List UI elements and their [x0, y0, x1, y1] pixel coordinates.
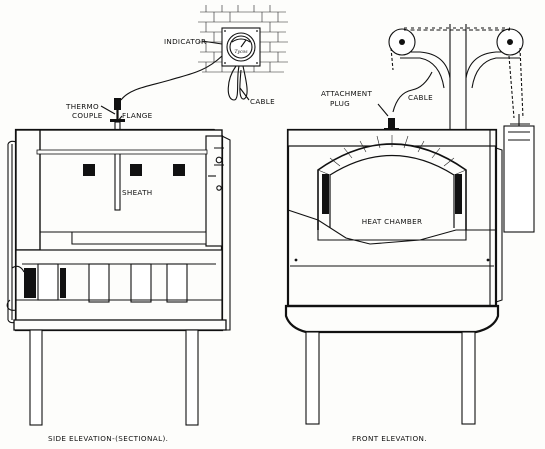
front-cable — [392, 71, 433, 113]
front-caption: FRONT ELEVATION. — [352, 434, 427, 443]
side-caption: SIDE ELEVATION-(SECTIONAL). — [48, 434, 168, 443]
side-elevation: Tycos INDICATOR CABLE THERMO COUPLE FLAN… — [6, 5, 288, 443]
heat-chamber: HEAT CHAMBER — [317, 135, 467, 230]
flange-label: FLANGE — [122, 111, 153, 120]
couple-label: COUPLE — [72, 111, 103, 120]
counterweight — [503, 114, 535, 233]
attachment-label: ATTACHMENT — [321, 89, 372, 98]
thermocouple-cable — [120, 55, 223, 101]
cable-label-side: CABLE — [250, 97, 275, 106]
cable-loop — [227, 65, 240, 101]
sheath-label: SHEATH — [122, 188, 152, 197]
indicator: Tycos — [221, 27, 261, 67]
cable-loop-2 — [239, 65, 248, 100]
cable-label-front: CABLE — [408, 93, 433, 102]
top-chain — [404, 27, 510, 31]
dial-brand: Tycos — [234, 49, 248, 55]
indicator-label: INDICATOR — [164, 37, 206, 46]
thermo-label: THERMO — [65, 102, 99, 111]
plug-label: PLUG — [330, 99, 350, 108]
heat-chamber-label: HEAT CHAMBER — [362, 217, 423, 226]
front-elevation: ATTACHMENT PLUG CABLE HEAT CHAMBER — [284, 24, 535, 443]
